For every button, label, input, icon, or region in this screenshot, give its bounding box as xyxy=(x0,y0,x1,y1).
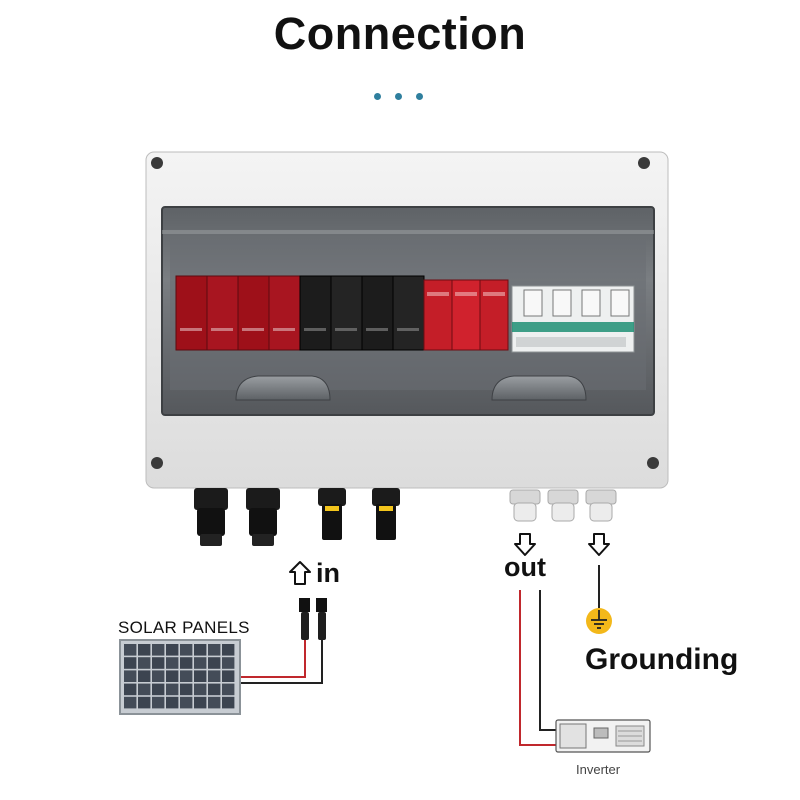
down-arrow-icon xyxy=(514,533,610,556)
screw-icon xyxy=(151,157,659,469)
solar-cell xyxy=(124,670,137,682)
solar-cell xyxy=(180,696,193,709)
grounding-label: Grounding xyxy=(585,643,739,676)
output-label: out xyxy=(504,552,546,582)
up-arrow-icon xyxy=(289,561,311,585)
cable-glands xyxy=(509,489,617,522)
solar-cell xyxy=(166,696,179,709)
solar-cell xyxy=(138,657,151,669)
solar-cell xyxy=(180,670,193,682)
decorative-dot xyxy=(395,93,402,100)
input-wires xyxy=(240,598,327,684)
solar-cell xyxy=(152,644,165,656)
output-wires xyxy=(519,565,600,746)
solar-cell xyxy=(194,644,207,656)
black-spd-modules xyxy=(299,275,425,351)
solar-cell xyxy=(208,657,221,669)
solar-panel xyxy=(119,639,241,715)
solar-cell xyxy=(208,683,221,696)
solar-cell xyxy=(124,696,137,709)
red-spd-modules xyxy=(175,275,301,351)
inverter-label: Inverter xyxy=(576,762,621,777)
solar-cell xyxy=(194,696,207,709)
solar-cell xyxy=(194,683,207,696)
solar-cell xyxy=(222,696,235,709)
mc4-input-connectors xyxy=(194,488,400,546)
solar-cell xyxy=(124,657,137,669)
solar-cell xyxy=(180,657,193,669)
circuit-breaker xyxy=(511,285,635,353)
solar-cell xyxy=(166,670,179,682)
solar-cell xyxy=(124,644,137,656)
solar-cell xyxy=(152,683,165,696)
solar-cell xyxy=(166,644,179,656)
solar-cell xyxy=(138,644,151,656)
solar-cell xyxy=(152,670,165,682)
ac-spd-modules xyxy=(423,279,509,351)
solar-cell xyxy=(222,670,235,682)
solar-cell xyxy=(194,670,207,682)
solar-cell xyxy=(208,644,221,656)
solar-cell xyxy=(138,696,151,709)
solar-cell xyxy=(152,657,165,669)
solar-cell xyxy=(152,696,165,709)
page-title: Connection xyxy=(273,8,527,59)
solar-cell xyxy=(124,683,137,696)
solar-cell xyxy=(166,657,179,669)
solar-panels-label: SOLAR PANELS xyxy=(118,618,250,637)
solar-cell xyxy=(222,644,235,656)
solar-cell xyxy=(222,683,235,696)
solar-cell xyxy=(180,644,193,656)
inverter xyxy=(555,719,651,753)
solar-cell xyxy=(166,683,179,696)
solar-cell xyxy=(180,683,193,696)
solar-cell xyxy=(194,657,207,669)
solar-cell xyxy=(138,670,151,682)
solar-cell xyxy=(208,670,221,682)
decorative-dot xyxy=(374,93,381,100)
lid-grip xyxy=(235,375,587,401)
solar-cell xyxy=(138,683,151,696)
solar-cell xyxy=(222,657,235,669)
input-label: in xyxy=(316,558,340,588)
solar-cell xyxy=(208,696,221,709)
decorative-dot xyxy=(416,93,423,100)
ground-icon xyxy=(586,608,612,634)
